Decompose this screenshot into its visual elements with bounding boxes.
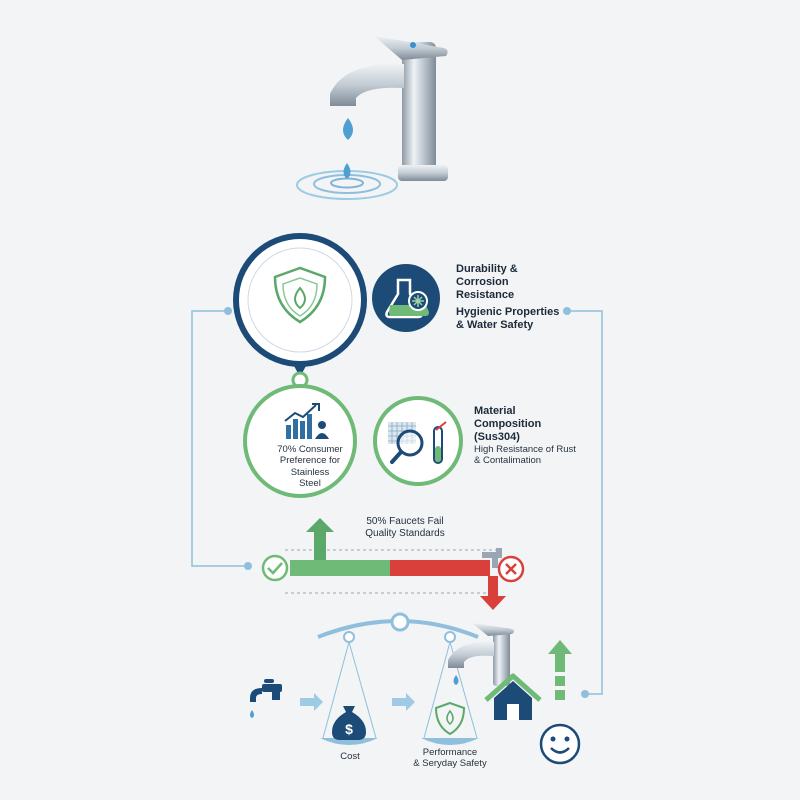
durability-label: Durability & Corrosion Resistance	[456, 263, 518, 302]
hygienic-label: Hygienic Properties & Water Safety	[456, 306, 560, 332]
material-description: High Resistance of Rust & Contalimation	[474, 444, 576, 467]
cost-label: Cost	[340, 751, 360, 762]
shield-icon	[434, 701, 466, 736]
arrow-icon	[300, 693, 415, 711]
test-tube-icon	[433, 421, 447, 464]
connector-node	[563, 307, 571, 315]
shield-drop-icon	[273, 266, 327, 324]
money-bag-icon: $	[332, 706, 366, 740]
balance-scale	[317, 612, 479, 745]
connector-lines	[191, 310, 603, 695]
consumer-preference-circle	[243, 384, 357, 498]
magnifier-mesh-icon	[388, 422, 424, 464]
x-icon	[497, 555, 525, 583]
check-icon	[261, 554, 289, 582]
house-icon	[484, 673, 542, 720]
faucet-icon	[296, 36, 448, 200]
performance-label: Performance & Seryday Safety	[413, 747, 487, 770]
svg-text:$: $	[345, 721, 353, 737]
smiley-icon	[539, 723, 581, 765]
flask-icon	[372, 264, 440, 332]
material-title: Material Composition (Sus304)	[474, 405, 542, 444]
quality-bar	[285, 518, 506, 610]
consumer-preference-label: 70% Consumer Preference for Stainless St…	[277, 444, 343, 490]
connector-node	[244, 562, 252, 570]
connector-node	[581, 690, 589, 698]
durability-circle	[233, 233, 367, 389]
faucets-fail-label: 50% Faucets Fail Quality Standards	[365, 516, 445, 539]
up-arrow-icon	[548, 640, 572, 700]
connector-node	[224, 307, 232, 315]
faucet-icon	[448, 623, 514, 686]
growth-chart-icon	[284, 403, 329, 439]
small-tap-icon	[250, 679, 282, 718]
